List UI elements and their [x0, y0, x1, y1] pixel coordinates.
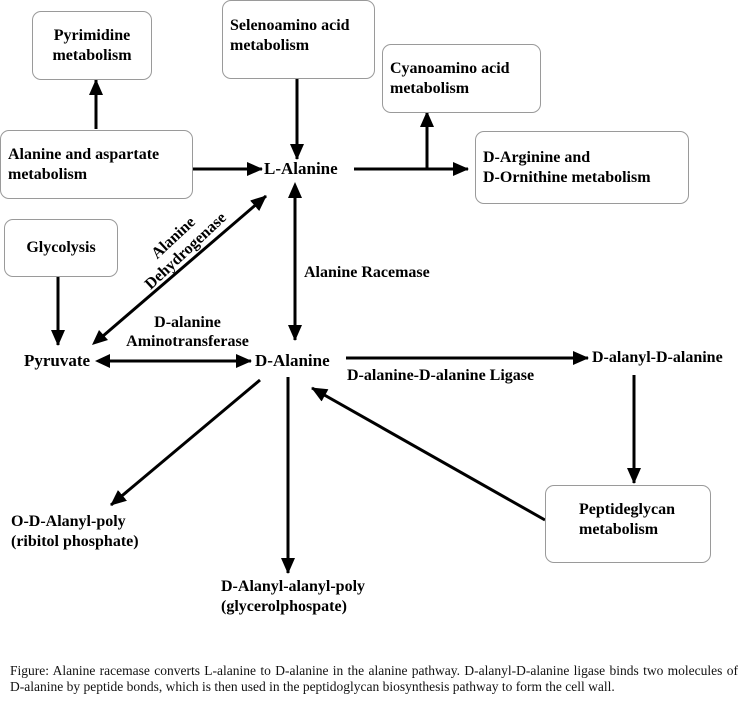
box-label-line: Peptideglycan	[579, 501, 675, 518]
box-label-line: Alanine and aspartate	[8, 145, 160, 163]
box-label-line: metabolism	[390, 79, 470, 97]
arrow-peptidoglycan-to-d-alanine	[311, 386, 546, 522]
enzyme-d-alanine-aminotransferase: D-alanine Aminotransferase	[115, 313, 260, 351]
enzyme-alanine-racemase: Alanine Racemase	[304, 264, 430, 281]
node-label-line: (glycerolphospate)	[221, 598, 347, 615]
box-label-line: Pyrimidine	[53, 26, 131, 44]
box-label-line: D-Ornithine metabolism	[483, 168, 651, 186]
box-label-line: metabolism	[52, 46, 132, 64]
arrow-dehydrogenase	[102, 194, 267, 338]
box-selenoamino-acid-metabolism: Selenoamino acid metabolism	[222, 0, 375, 79]
box-glycolysis: Glycolysis	[4, 219, 118, 277]
node-o-d-alanyl-poly-ribitol-phosphate: O-D-Alanyl-poly (ribitol phosphate)	[11, 512, 139, 552]
node-l-alanine: L-Alanine	[264, 159, 338, 178]
node-label-line: D-Alanyl-alanyl-poly	[221, 578, 366, 595]
box-cyanoamino-acid-metabolism: Cyanoamino acid metabolism	[382, 44, 541, 113]
figure-caption: Figure: Alanine racemase converts L-alan…	[10, 663, 738, 694]
arrowhead-dehydrogenase-pyruvate	[92, 330, 108, 345]
node-label-line: (ribitol phosphate)	[11, 533, 139, 550]
enzyme-label-line: Aminotransferase	[126, 333, 249, 350]
node-label-line: O-D-Alanyl-poly	[11, 513, 126, 530]
box-label-line: D-Arginine and	[483, 148, 591, 166]
box-pyrimidine-metabolism: Pyrimidine metabolism	[32, 11, 152, 80]
node-pyruvate: Pyruvate	[24, 351, 91, 370]
box-label-line: Selenoamino acid	[230, 16, 350, 34]
box-peptidoglycan-metabolism: Peptideglycan metabolism	[545, 485, 711, 563]
arrowhead-aminotransferase-pyruvate	[95, 354, 110, 368]
box-arginine-ornithine-metabolism: D-Arginine and D-Ornithine metabolism	[475, 131, 689, 204]
node-d-alanine: D-Alanine	[255, 351, 330, 370]
box-label-line: metabolism	[230, 36, 310, 54]
arrowhead-racemase-up	[288, 182, 302, 198]
node-d-alanyl-d-alanine: D-alanyl-D-alanine	[592, 349, 723, 366]
enzyme-d-alanine-d-alanine-ligase: D-alanine-D-alanine Ligase	[347, 367, 535, 384]
node-d-alanyl-alanyl-poly-glycerolphosphate: D-Alanyl-alanyl-poly (glycerolphospate)	[221, 577, 365, 617]
arrow-to-o-d-alanyl	[110, 378, 261, 507]
box-label-line: Cyanoamino acid	[390, 59, 510, 77]
box-label-line: Glycolysis	[26, 239, 96, 256]
enzyme-label-line: D-alanine	[154, 314, 221, 331]
box-alanine-aspartate-metabolism: Alanine and aspartate metabolism	[0, 130, 193, 199]
box-label-line: metabolism	[579, 521, 659, 538]
box-label-line: metabolism	[8, 165, 88, 183]
